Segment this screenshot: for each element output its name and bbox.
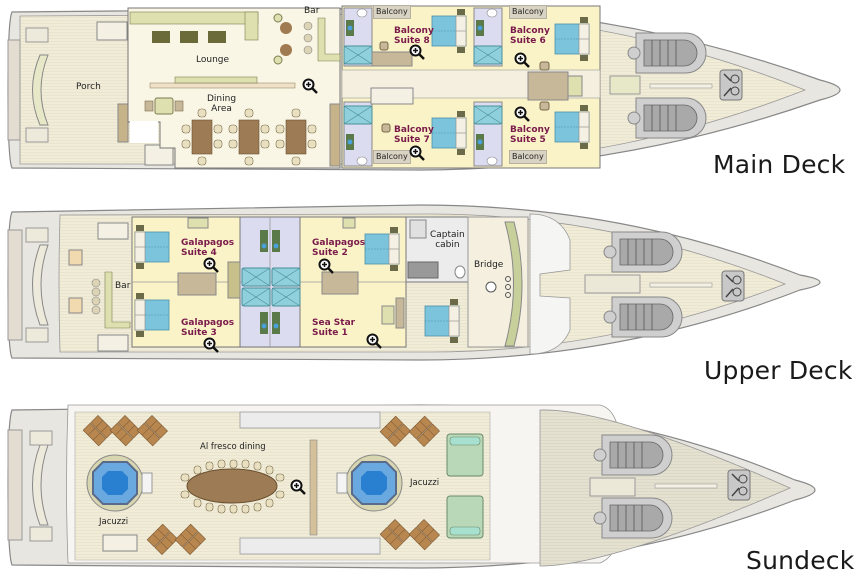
balcony-label: Balcony xyxy=(373,150,411,164)
bridge-label: Bridge xyxy=(474,260,504,270)
dining-area-label: Dining Area xyxy=(207,94,237,114)
zoom-in-icon[interactable] xyxy=(514,52,530,68)
bar-label: Bar xyxy=(304,6,320,16)
main-deck-plan xyxy=(7,5,841,171)
bar-label: Bar xyxy=(115,281,131,291)
zoom-in-icon[interactable] xyxy=(318,258,334,274)
porch-label: Porch xyxy=(76,82,101,92)
zoom-in-icon[interactable] xyxy=(302,78,318,94)
deck-title-sundeck: Sundeck xyxy=(746,546,855,575)
suite-label-galapagos-2[interactable]: Galapagos Suite 2 xyxy=(312,238,366,258)
suite-label-balcony-8[interactable]: Balcony Suite 8 xyxy=(394,26,434,46)
zoom-in-icon[interactable] xyxy=(409,145,425,161)
suite-label-balcony-5[interactable]: Balcony Suite 5 xyxy=(510,125,550,145)
suite-label-sea-star-1[interactable]: Sea Star Suite 1 xyxy=(312,318,356,338)
jacuzzi-label: Jacuzzi xyxy=(410,478,440,488)
zoom-in-icon[interactable] xyxy=(290,479,306,495)
deck-title-upper: Upper Deck xyxy=(704,356,853,385)
balcony-label: Balcony xyxy=(373,5,411,19)
balcony-label: Balcony xyxy=(509,5,547,19)
upper-deck-plan xyxy=(7,204,821,361)
deck-title-main: Main Deck xyxy=(713,150,846,179)
zoom-in-icon[interactable] xyxy=(203,257,219,273)
zoom-in-icon[interactable] xyxy=(366,333,382,349)
zoom-in-icon[interactable] xyxy=(514,106,530,122)
sundeck-plan xyxy=(7,404,816,569)
suite-label-balcony-7[interactable]: Balcony Suite 7 xyxy=(394,125,434,145)
suite-label-balcony-6[interactable]: Balcony Suite 6 xyxy=(510,26,550,46)
lounge-label: Lounge xyxy=(196,55,230,65)
zoom-in-icon[interactable] xyxy=(203,337,219,353)
balcony-label: Balcony xyxy=(509,150,547,164)
jacuzzi-label: Jacuzzi xyxy=(99,517,129,527)
captain-cabin-label: Captain cabin xyxy=(430,230,465,250)
suite-label-galapagos-3[interactable]: Galapagos Suite 3 xyxy=(181,318,235,338)
zoom-in-icon[interactable] xyxy=(409,44,425,60)
suite-label-galapagos-4[interactable]: Galapagos Suite 4 xyxy=(181,238,235,258)
al-fresco-dining-label: Al fresco dining xyxy=(200,442,266,452)
